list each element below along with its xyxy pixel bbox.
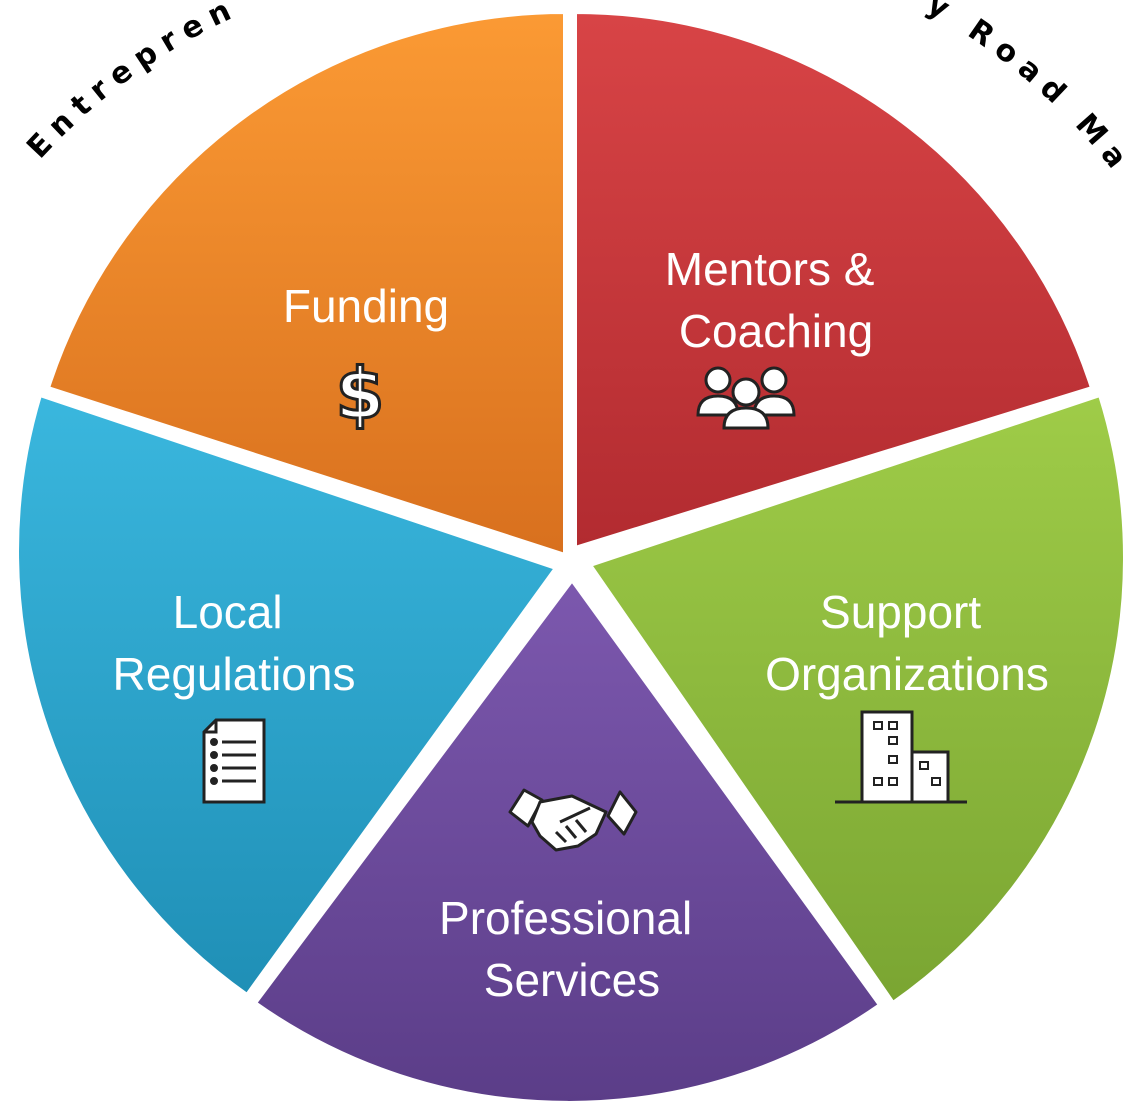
segment-support: [586, 392, 1124, 1006]
segment-funding-wedge: [45, 9, 567, 558]
people-group-icon: [696, 366, 796, 430]
segment-regulations: [15, 392, 560, 998]
segment-funding-label: Funding: [283, 280, 449, 332]
segment-funding: [45, 9, 567, 558]
title-arc-left: Entrepreneu: [0, 0, 244, 165]
segment-support-label: Support Organizations: [765, 586, 1049, 700]
document-list-icon: [202, 718, 266, 804]
segment-professional-label: Professional Services: [439, 892, 705, 1006]
dollar-icon: $: [334, 352, 386, 437]
segment-regulations-wedge: [15, 392, 560, 998]
office-building-icon: [835, 710, 967, 804]
handshake-icon: [508, 788, 638, 852]
segment-support-wedge: [586, 392, 1124, 1006]
segment-regulations-label: Local Regulations: [113, 586, 356, 700]
svg-text:$: $: [336, 353, 385, 435]
segment-mentors-label: Mentors & Coaching: [665, 243, 887, 357]
